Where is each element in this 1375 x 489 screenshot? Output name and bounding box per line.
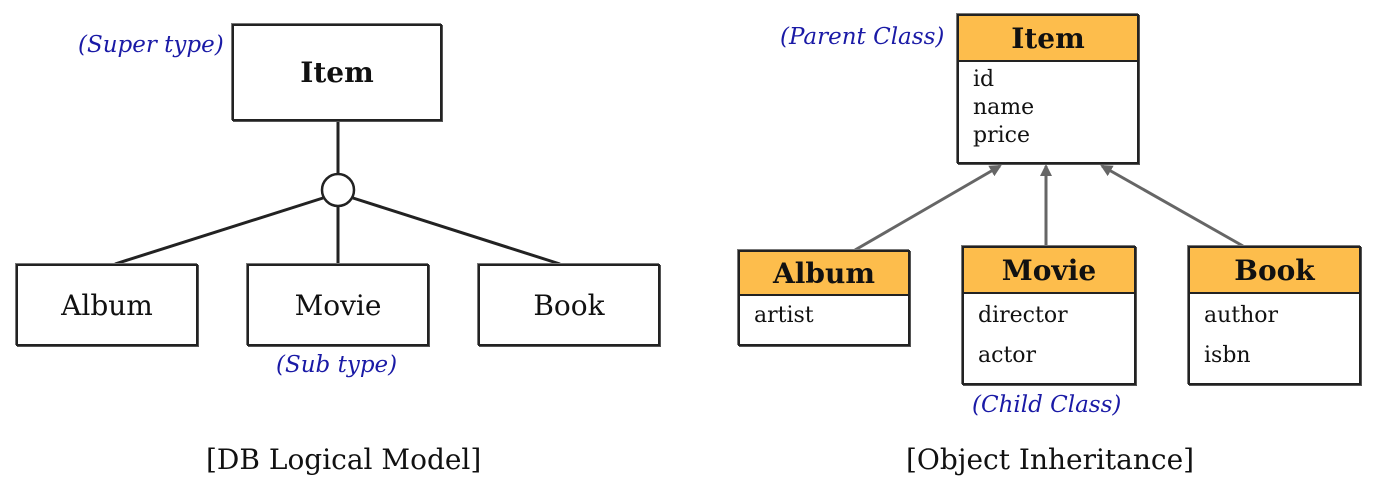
class-attributes: artist <box>740 296 908 334</box>
inherit-arrow-book <box>1100 164 1244 248</box>
attribute: author <box>1204 303 1279 328</box>
attribute: director <box>978 303 1068 328</box>
subtype-entity-movie: Movie <box>247 264 429 346</box>
subtype-note: (Sub type) <box>276 352 398 378</box>
child-class-album: Album artist <box>738 250 910 346</box>
attribute: id <box>973 67 995 92</box>
inherit-arrow-album <box>854 164 1002 252</box>
subtype-junction-circle <box>320 172 356 208</box>
class-header: Movie <box>964 248 1134 294</box>
class-header: Item <box>959 16 1137 62</box>
class-attributes: author isbn <box>1190 294 1359 380</box>
supertype-entity-item: Item <box>232 24 442 121</box>
attribute: price <box>973 123 1030 148</box>
child-class-movie: Movie director actor <box>962 246 1136 385</box>
subtype-entity-book: Book <box>478 264 660 346</box>
class-attributes: id name price <box>959 62 1137 154</box>
attribute: name <box>973 95 1035 120</box>
attribute: artist <box>754 303 814 328</box>
class-header: Book <box>1190 248 1359 294</box>
parent-class-note: (Parent Class) <box>780 24 945 50</box>
child-class-note: (Child Class) <box>972 392 1122 418</box>
subtype-line-book <box>352 196 561 266</box>
parent-class-item: Item id name price <box>957 14 1139 164</box>
attribute: actor <box>978 343 1037 368</box>
supertype-note: (Super type) <box>78 32 224 58</box>
subtype-entity-album: Album <box>16 264 198 346</box>
left-caption: [DB Logical Model] <box>206 443 482 476</box>
attribute: isbn <box>1204 343 1251 368</box>
class-header: Album <box>740 252 908 296</box>
child-class-book: Book author isbn <box>1188 246 1361 385</box>
right-caption: [Object Inheritance] <box>906 443 1195 476</box>
subtype-line-album <box>114 196 324 266</box>
class-attributes: director actor <box>964 294 1134 380</box>
